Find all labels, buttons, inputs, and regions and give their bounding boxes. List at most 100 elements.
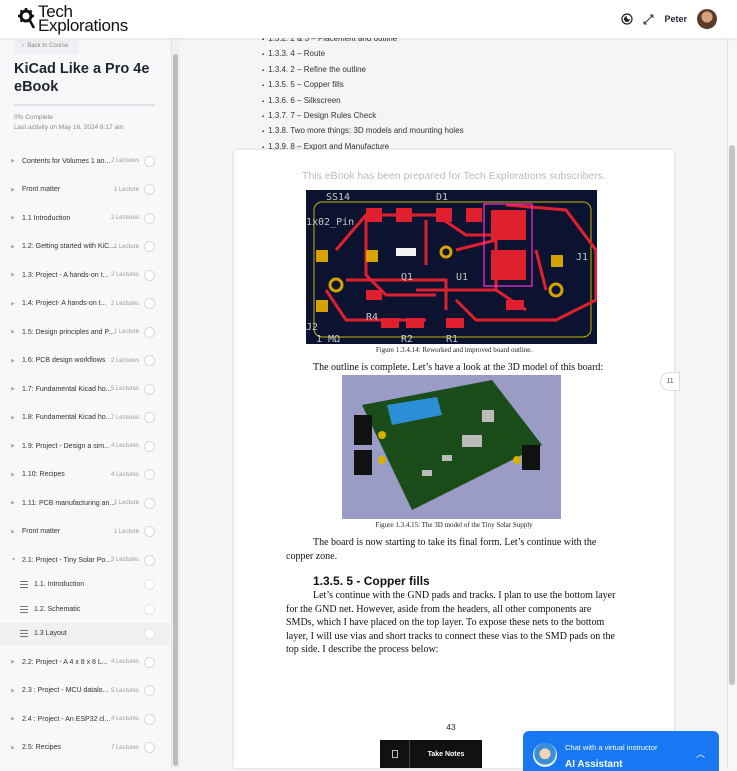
section-item[interactable]: ▶1.5: Design principles and P...1 Lectur… bbox=[0, 321, 170, 343]
avatar[interactable] bbox=[697, 9, 717, 29]
completion-circle[interactable] bbox=[144, 184, 155, 195]
section-label: 1.3: Project - A hands-on t... bbox=[22, 271, 109, 279]
caret-right-icon: ▶ bbox=[11, 215, 15, 221]
pcb-label: R2 bbox=[401, 334, 413, 344]
completion-circle[interactable] bbox=[144, 579, 155, 590]
user-name[interactable]: Peter bbox=[664, 14, 687, 24]
take-notes-button[interactable]: Take Notes bbox=[380, 740, 482, 768]
section-item[interactable]: ▶2.3 : Project - MCU datalo...5 Lectures bbox=[0, 680, 170, 702]
lesson-label: 1.1. Introduction bbox=[34, 581, 85, 588]
lecture-count: 4 Lectures bbox=[110, 471, 139, 478]
section-item[interactable]: ▶1.8: Fundamental Kicad ho...7 Lectures bbox=[0, 407, 170, 429]
caret-right-icon: ▶ bbox=[11, 471, 15, 478]
caret-right-icon: ▶ bbox=[11, 500, 15, 506]
assistant-avatar bbox=[533, 743, 557, 767]
section-label: 1.8: Fundamental Kicad ho... bbox=[22, 414, 112, 421]
main-scrollbar-thumb[interactable] bbox=[729, 145, 735, 685]
completion-circle[interactable] bbox=[144, 469, 155, 480]
toc-item[interactable]: 1.3.9. 8 – Export and Manufacture bbox=[262, 140, 464, 155]
section-heading: 1.3.5. 5 - Copper fills bbox=[313, 574, 430, 588]
completion-circle[interactable] bbox=[144, 742, 155, 753]
completion-circle[interactable] bbox=[144, 326, 155, 338]
completion-circle[interactable] bbox=[144, 412, 155, 423]
caret-right-icon: ▶ bbox=[11, 357, 15, 364]
section-item[interactable]: ▶1.9: Project - Design a sim...4 Lecture… bbox=[0, 435, 170, 457]
completion-circle[interactable] bbox=[144, 685, 155, 696]
section-item[interactable]: ▶1.3: Project - A hands-on t...2 Lecture… bbox=[0, 264, 170, 286]
lecture-count: 2 Lectures bbox=[110, 158, 139, 164]
completion-circle[interactable] bbox=[144, 155, 155, 167]
section-label: 1.4: Project- A hands-on t... bbox=[22, 300, 107, 307]
toc-item[interactable]: 1.3.5. 5 – Copper fills bbox=[262, 78, 464, 93]
pcb-3d-model-figure bbox=[342, 375, 561, 519]
section-item[interactable]: ▶2.4 : Project - An ESP32 cl...4 Lecture… bbox=[0, 708, 170, 730]
section-label: 1.5: Design principles and P... bbox=[22, 328, 115, 336]
toc-item[interactable]: 1.3.6. 6 – Silkscreen bbox=[262, 94, 464, 109]
lecture-count: 1 Lecture bbox=[113, 243, 139, 250]
lecture-count: 2 Lectures bbox=[110, 215, 139, 221]
lecture-count: 4 Lectures bbox=[110, 716, 139, 722]
toc-item[interactable]: 1.3.3. 4 – Route bbox=[262, 47, 464, 62]
completion-circle[interactable] bbox=[144, 241, 155, 252]
lecture-count: 3 Lectures bbox=[110, 557, 139, 563]
table-of-contents: 1.3.2. 2 & 3 – Placement and outline1.3.… bbox=[262, 32, 464, 155]
page-indicator-badge[interactable]: 11 bbox=[660, 372, 680, 391]
caret-right-icon: ▶ bbox=[11, 414, 15, 421]
chevron-up-icon[interactable]: ︿ bbox=[695, 749, 705, 759]
completion-circle[interactable] bbox=[144, 269, 155, 281]
section-item[interactable]: ▼2.1: Project - Tiny Solar Po...3 Lectur… bbox=[0, 549, 170, 571]
completion-circle[interactable] bbox=[144, 713, 155, 725]
pcb-label: J1 bbox=[576, 252, 588, 263]
completion-circle[interactable] bbox=[144, 383, 155, 395]
watermark: This eBook has been prepared for Tech Ex… bbox=[302, 170, 606, 182]
section-item[interactable]: ▶2.2: Project - A 4 x 8 x 8 L...4 Lectur… bbox=[0, 651, 170, 673]
completion-circle[interactable] bbox=[144, 603, 155, 615]
ai-assistant-chat-widget[interactable]: Chat with a virtual instructor AI Assist… bbox=[523, 731, 719, 771]
dark-mode-icon[interactable] bbox=[621, 13, 634, 25]
completion-circle[interactable] bbox=[144, 628, 155, 639]
pcb-label: Q1 bbox=[401, 272, 413, 283]
completion-circle[interactable] bbox=[144, 212, 155, 224]
toc-item[interactable]: 1.3.4. 2 – Refine the outline bbox=[262, 63, 464, 78]
lesson-item[interactable]: 1.3 Layout bbox=[0, 622, 170, 645]
completion-circle[interactable] bbox=[144, 298, 155, 309]
lesson-item[interactable]: 1.2. Schematic bbox=[0, 598, 170, 620]
section-item[interactable]: ▶ Contents for Volumes 1 an...2 Lectures bbox=[0, 150, 170, 172]
logo-line1: Tech bbox=[38, 2, 73, 21]
completion-circle[interactable] bbox=[144, 554, 155, 566]
section-item[interactable]: ▶1.11: PCB manufacturing an...1 Lecture bbox=[0, 492, 170, 514]
section-item[interactable]: ▶1.2: Getting started with KiC...1 Lectu… bbox=[0, 236, 170, 258]
paragraph: Let’s continue with the GND pads and tra… bbox=[286, 590, 616, 655]
completion-circle[interactable] bbox=[144, 526, 155, 537]
completion-circle[interactable] bbox=[144, 440, 155, 452]
toc-item[interactable]: 1.3.2. 2 & 3 – Placement and outline bbox=[262, 32, 464, 47]
completion-circle[interactable] bbox=[144, 656, 155, 668]
toc-item[interactable]: 1.3.8. Two more things: 3D models and mo… bbox=[262, 124, 464, 139]
lesson-item[interactable]: 1.1. Introduction bbox=[0, 574, 170, 596]
back-to-course-button[interactable]: ‹ Back to Course bbox=[14, 40, 78, 54]
paragraph: The outline is complete. Let’s have a lo… bbox=[313, 362, 604, 373]
caret-right-icon: ▶ bbox=[11, 158, 15, 164]
caret-right-icon: ▶ bbox=[11, 300, 15, 307]
section-label: 1.2: Getting started with KiC... bbox=[22, 243, 115, 250]
toc-item[interactable]: 1.3.7. 7 – Design Rules Check bbox=[262, 109, 464, 124]
last-activity: Last activity on May 16, 2024 8:17 am bbox=[14, 124, 124, 131]
lesson-doc-icon bbox=[20, 581, 28, 588]
fullscreen-icon[interactable] bbox=[643, 14, 654, 25]
sidebar-scrollbar-thumb[interactable] bbox=[173, 54, 178, 766]
completion-circle[interactable] bbox=[144, 355, 155, 366]
section-item[interactable]: ▶1.7: Fundamental Kicad ho...5 Lectures bbox=[0, 378, 170, 400]
section-label: Contents for Volumes 1 an... bbox=[22, 157, 111, 165]
caret-right-icon: ▶ bbox=[11, 659, 15, 665]
page-number: 43 bbox=[446, 722, 456, 732]
section-item[interactable]: ▶1.4: Project- A hands-on t...2 Lectures bbox=[0, 293, 170, 315]
completion-circle[interactable] bbox=[144, 497, 155, 509]
